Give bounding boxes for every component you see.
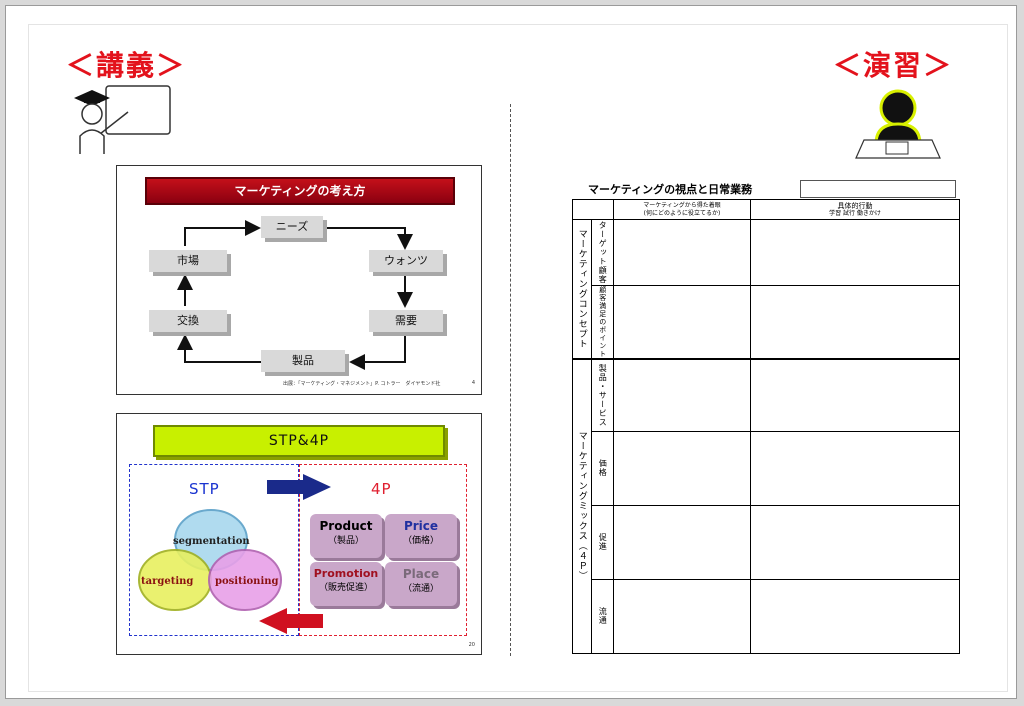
col2-header: 具体的行動 学習 試行 働きかけ — [750, 199, 960, 220]
lecturer-icon — [74, 85, 171, 154]
card-price: Price （価格） — [385, 514, 457, 558]
cell-r2c1[interactable] — [613, 285, 751, 360]
cell-r6c2[interactable] — [750, 578, 960, 654]
slide1-source: 出展：「マーケティング・マネジメント」P. コトラー ダイヤモンド社 — [283, 381, 441, 387]
page-frame — [28, 24, 1008, 692]
card-product-en: Product — [319, 519, 373, 533]
worksheet-name-field[interactable] — [800, 180, 956, 198]
row-target-customer: ターゲット顧客 — [598, 221, 608, 284]
cycle-arrows — [177, 220, 413, 370]
row-product-service: 製品・サービス — [598, 363, 608, 427]
cell-r5c1[interactable] — [613, 504, 751, 580]
node-demand: 需要 — [369, 310, 443, 332]
card-promotion-jp: （販売促進） — [318, 583, 373, 593]
col1-sub: (何にどのように役立てるか) — [643, 209, 721, 217]
center-divider — [510, 104, 511, 656]
col2-sub: 学習 試行 働きかけ — [829, 209, 881, 217]
circle-targeting: targeting — [141, 576, 194, 587]
card-price-jp: （価格） — [402, 536, 439, 546]
card-place: Place （流通） — [385, 562, 457, 606]
cell-r1c2[interactable] — [750, 219, 960, 286]
exercise-header: ＜演習＞ — [833, 49, 954, 82]
marketing-concept-slide: マーケティングの考え方 ニーズ ウォンツ 需要 製品 交換 市場 出展：「マーケ… — [116, 165, 482, 395]
slide2-page: 20 — [468, 642, 475, 648]
group1-label: マーケティングコンセプト — [576, 229, 587, 349]
col2-head: 具体的行動 — [837, 201, 873, 210]
slide1-page: 4 — [471, 380, 475, 386]
cell-r6c1[interactable] — [613, 578, 751, 654]
cell-r4c1[interactable] — [613, 430, 751, 506]
circle-positioning: positioning — [215, 576, 279, 587]
slide1-title: マーケティングの考え方 — [145, 177, 455, 205]
stp-graphics — [138, 474, 331, 634]
card-place-en: Place — [402, 567, 440, 581]
card-promotion: Promotion （販売促進） — [310, 562, 382, 606]
col1-header: マーケティングから得た着眼 (何にどのように役立てるか) — [613, 199, 751, 220]
node-wants: ウォンツ — [369, 250, 443, 272]
node-needs: ニーズ — [261, 216, 323, 238]
group2-label: マーケティングミックス（４Ｐ） — [576, 431, 587, 582]
col1-head: マーケティングから得た着眼 — [643, 201, 721, 209]
worksheet-table: マーケティングから得た着眼 (何にどのように役立てるか) 具体的行動 学習 試行… — [571, 199, 960, 654]
cell-r1c1[interactable] — [613, 219, 751, 286]
stp-4p-slide: STP&4P STP 4P segmentation targeting pos… — [116, 413, 482, 655]
circle-segmentation: segmentation — [173, 536, 250, 547]
student-icon — [855, 89, 941, 159]
card-place-jp: （流通） — [402, 584, 439, 594]
cell-r5c2[interactable] — [750, 504, 960, 580]
card-promotion-en: Promotion — [313, 567, 379, 580]
card-price-en: Price — [403, 519, 439, 533]
node-product: 製品 — [261, 350, 345, 372]
four-p-label: 4P — [371, 480, 392, 498]
four-p-region — [299, 464, 467, 636]
lecture-header: ＜講義＞ — [66, 49, 187, 82]
cell-r2c2[interactable] — [750, 285, 960, 360]
row-distribution: 流通 — [598, 607, 608, 625]
slide2-title: STP&4P — [153, 425, 445, 457]
row-price: 価格 — [598, 459, 608, 477]
stp-region — [129, 464, 299, 636]
node-exchange: 交換 — [149, 310, 227, 332]
stp-label: STP — [189, 480, 220, 498]
cell-r3c2[interactable] — [750, 358, 960, 432]
cell-r4c2[interactable] — [750, 430, 960, 506]
card-product: Product （製品） — [310, 514, 382, 558]
cell-r3c1[interactable] — [613, 358, 751, 432]
card-product-jp: （製品） — [327, 536, 364, 546]
row-satisfaction-point: 顧客満足のポイント — [598, 286, 607, 358]
row-promotion: 促進 — [598, 533, 608, 551]
node-market: 市場 — [149, 250, 227, 272]
worksheet-title: マーケティングの視点と日常業務 — [588, 183, 753, 196]
